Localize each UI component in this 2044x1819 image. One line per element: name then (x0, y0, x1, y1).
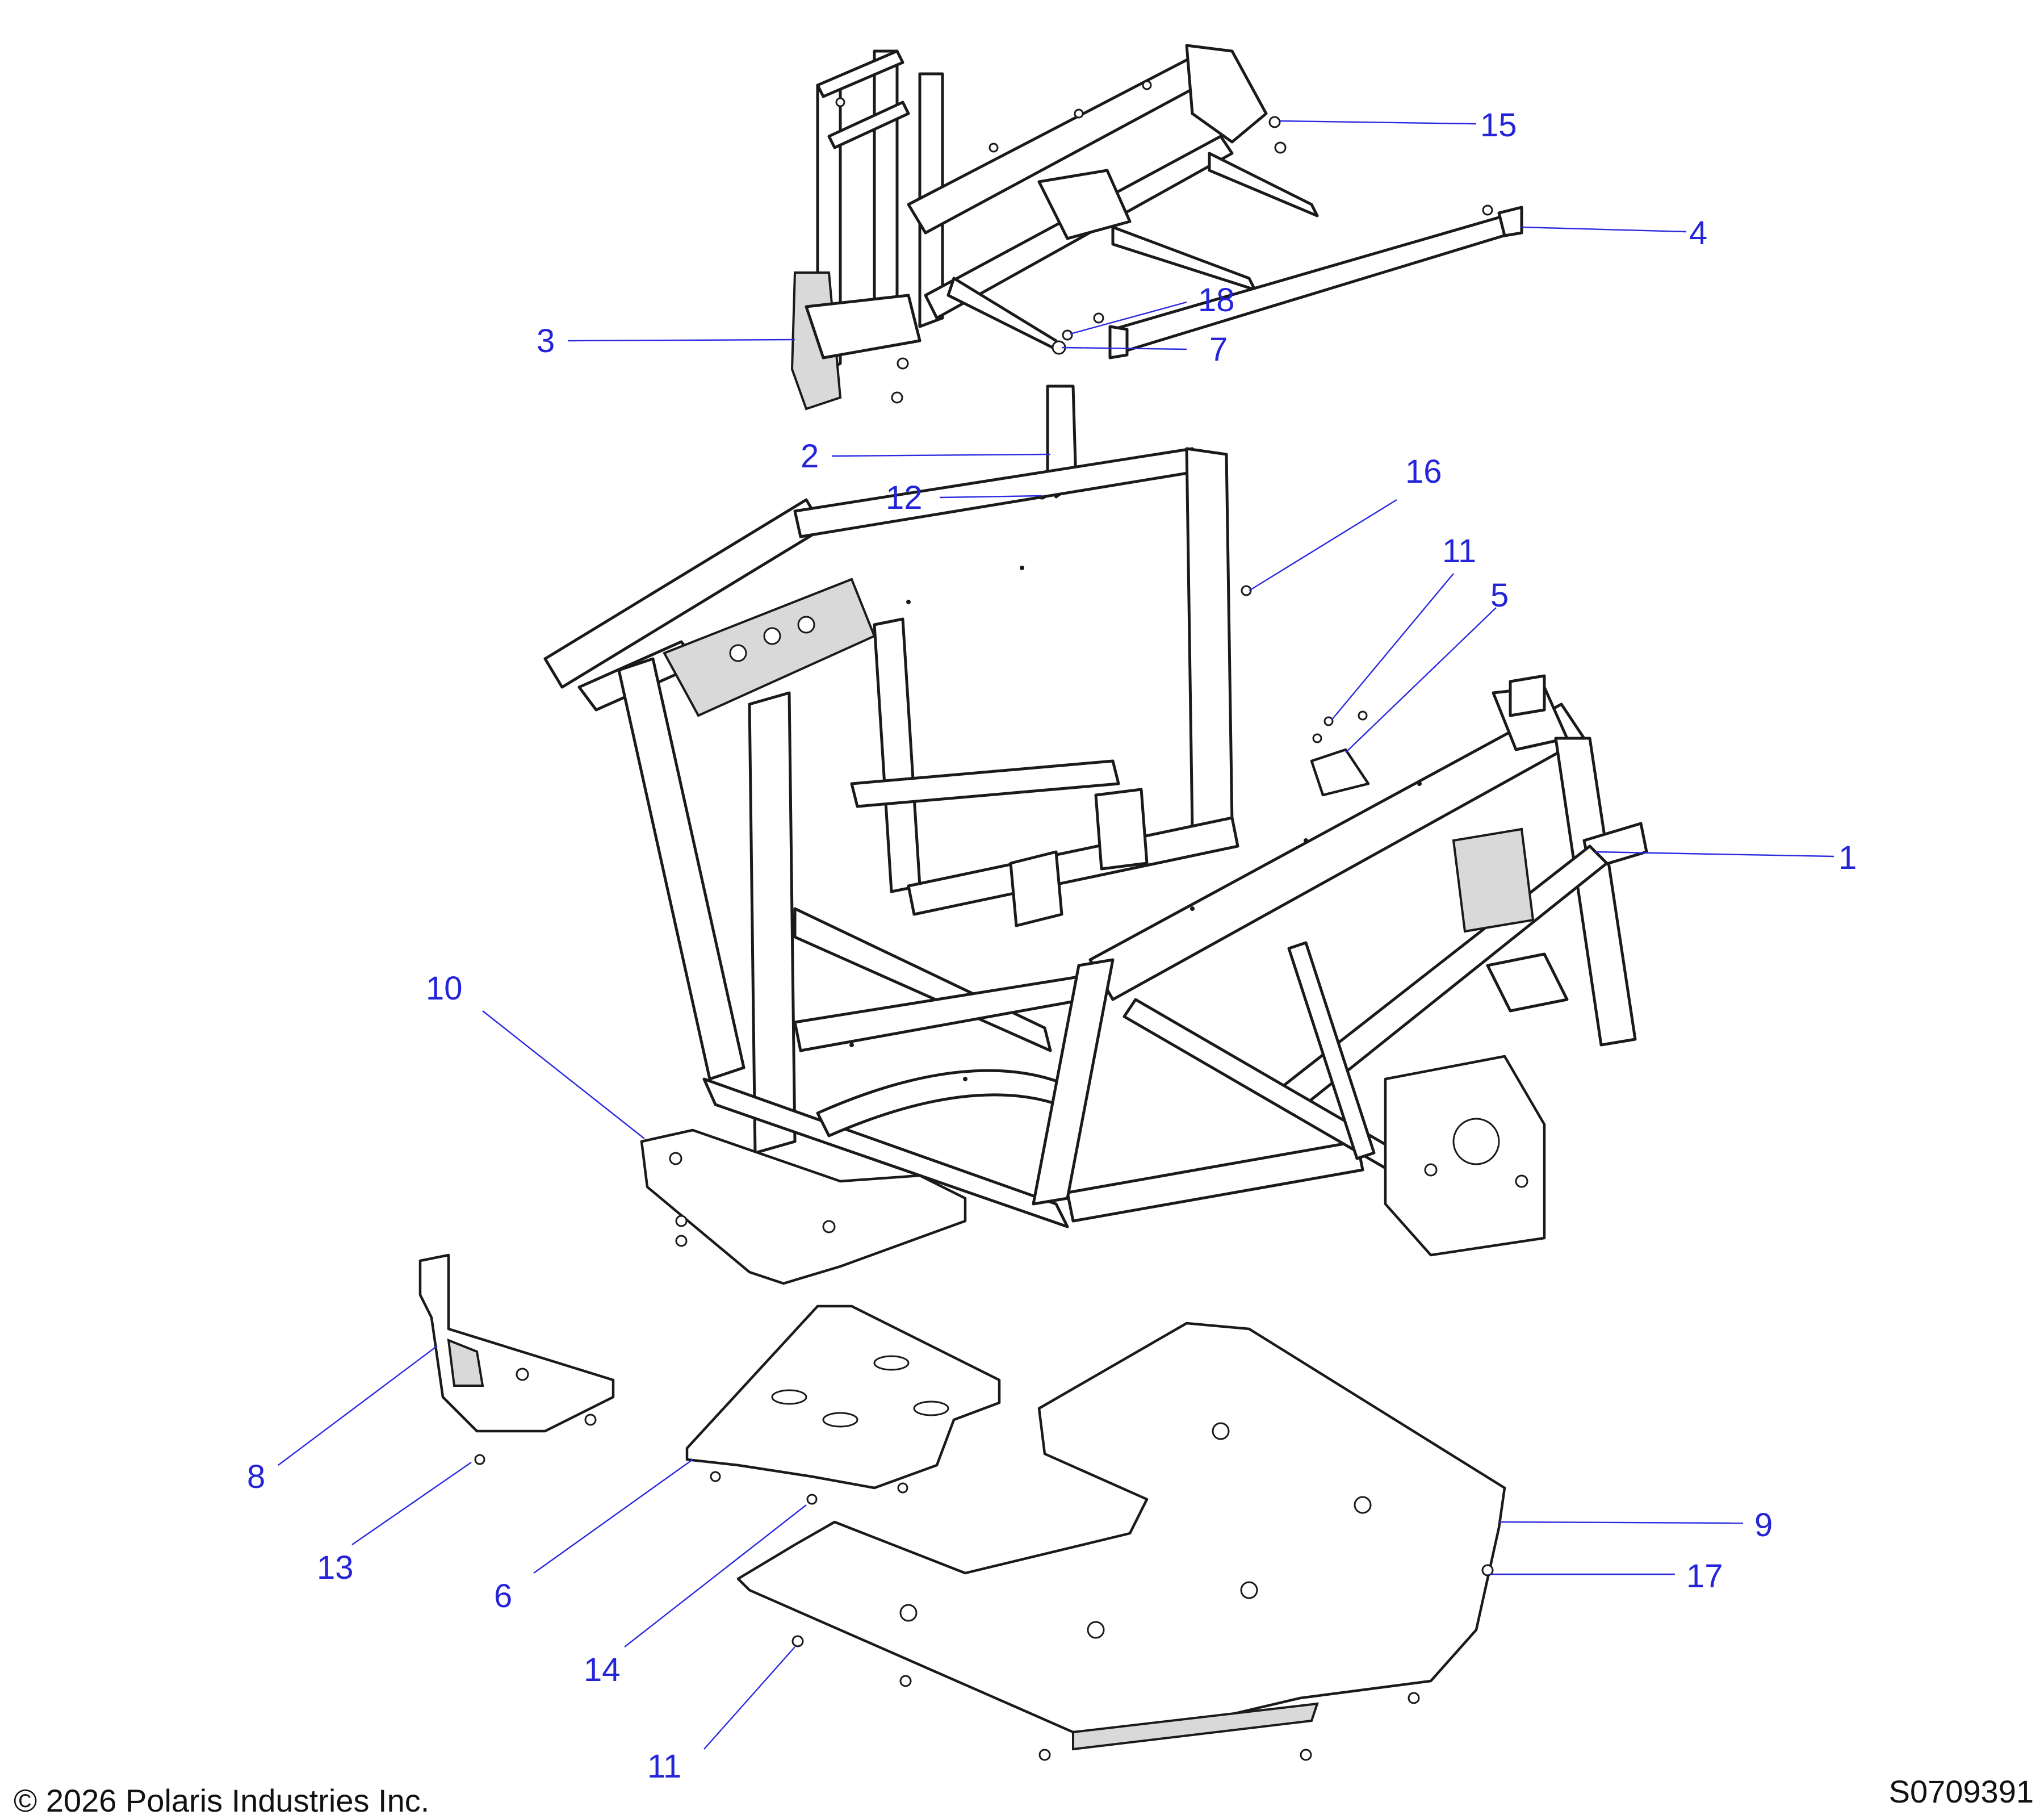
callout-labels: 15 4 18 3 7 2 12 16 11 5 1 10 8 13 6 14 … (247, 107, 1857, 1785)
callout-5: 5 (1490, 577, 1509, 614)
callout-6: 6 (494, 1578, 512, 1615)
drawing-number: S0709391 (1888, 1774, 2034, 1809)
callout-12: 12 (886, 479, 923, 516)
leader-lines (278, 120, 1834, 1750)
callout-16: 16 (1405, 453, 1442, 490)
callout-8: 8 (247, 1458, 265, 1495)
callout-7: 7 (1209, 331, 1228, 368)
fastener-16 (1241, 585, 1252, 596)
part-10-skid-plate (640, 1128, 967, 1285)
part-6-center-skid (685, 1304, 1001, 1505)
callout-17: 17 (1686, 1558, 1723, 1595)
fastener-15a (1268, 116, 1281, 128)
fastener-15b (1274, 141, 1287, 154)
fastener-18 (1062, 329, 1073, 341)
callout-13: 13 (317, 1549, 354, 1586)
callout-3: 3 (537, 323, 555, 359)
callout-15: 15 (1480, 107, 1517, 144)
callout-11-lower: 11 (647, 1748, 681, 1785)
callout-2: 2 (801, 438, 819, 475)
part-5-bracket (1310, 710, 1370, 797)
part-9-floor-skid (736, 1322, 1506, 1761)
part-3-upper-frame (790, 44, 1319, 411)
callout-1: 1 (1838, 839, 1857, 876)
callout-18: 18 (1198, 282, 1235, 319)
callout-10: 10 (426, 970, 463, 1007)
callout-14: 14 (584, 1651, 621, 1688)
callout-11-upper: 11 (1442, 533, 1476, 570)
callout-4: 4 (1689, 215, 1707, 252)
copyright-notice: © 2026 Polaris Industries Inc. (14, 1783, 430, 1818)
callout-9: 9 (1754, 1507, 1773, 1544)
part-4-side-rail (1093, 204, 1523, 359)
part-1-main-chassis (543, 447, 1648, 1257)
part-8-side-skid (418, 1253, 615, 1465)
